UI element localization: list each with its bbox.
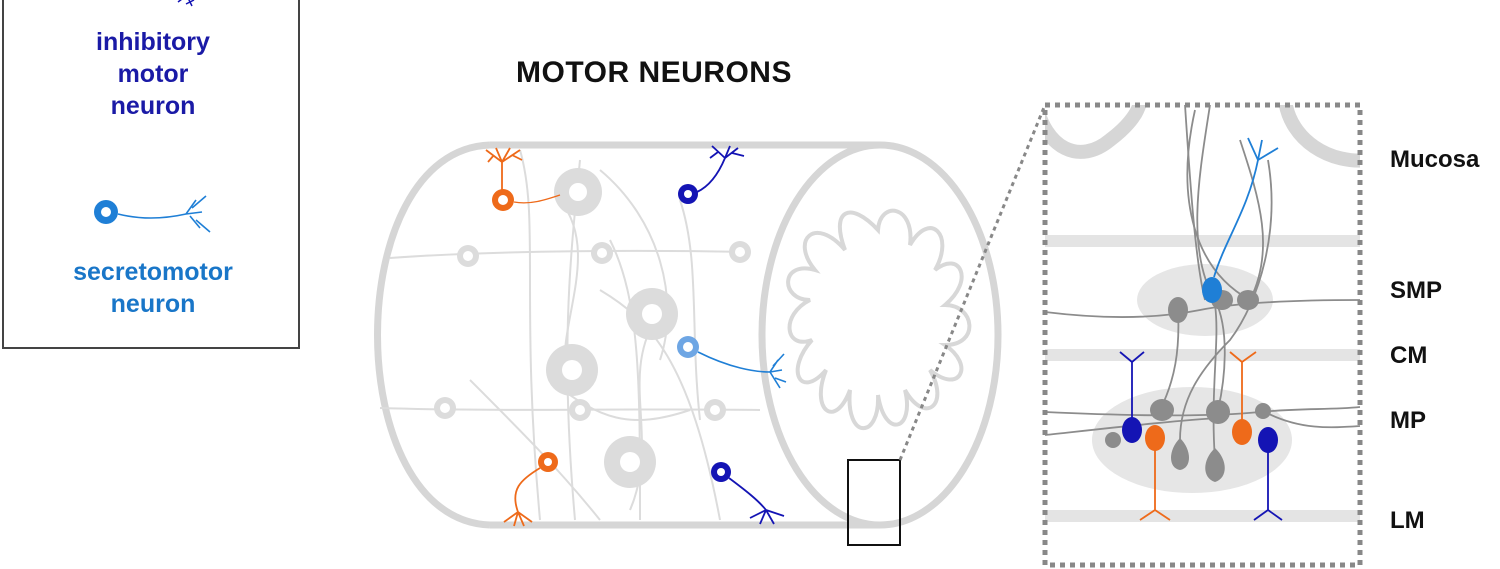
inhibitory-neuron-bottom — [711, 462, 785, 525]
legend-secretomotor-label: secretomotor neuron — [73, 258, 233, 318]
layer-label-mucosa: Mucosa — [1390, 146, 1480, 173]
zoom-region-box — [847, 459, 901, 546]
secretomotor-neuron-tube — [677, 336, 787, 389]
intestine-tube — [374, 141, 1002, 529]
layer-label-smp: SMP — [1390, 277, 1443, 304]
inhibitory-neuron-top — [678, 145, 745, 204]
inset-frame — [1042, 102, 1363, 568]
inset-section — [1045, 105, 1360, 522]
excitatory-neuron-top — [485, 147, 561, 211]
legend-secretomotor-icon — [94, 195, 211, 233]
gray-neuron-cells — [434, 168, 751, 488]
diagram-title: MOTOR NEURONS — [516, 56, 792, 89]
layer-label-cm: CM — [1390, 342, 1428, 369]
layer-label-lm: LM — [1390, 507, 1425, 534]
excitatory-neuron-bottom — [503, 452, 558, 527]
legend-inhibitory-label: inhibitory motor neuron — [96, 28, 210, 120]
legend-inhibitory-icon — [177, 0, 195, 7]
legend-panel: inhibitory motor neuron secretomotor neu… — [2, 0, 300, 349]
lumen-folds — [786, 208, 972, 431]
layer-label-mp: MP — [1390, 407, 1426, 434]
